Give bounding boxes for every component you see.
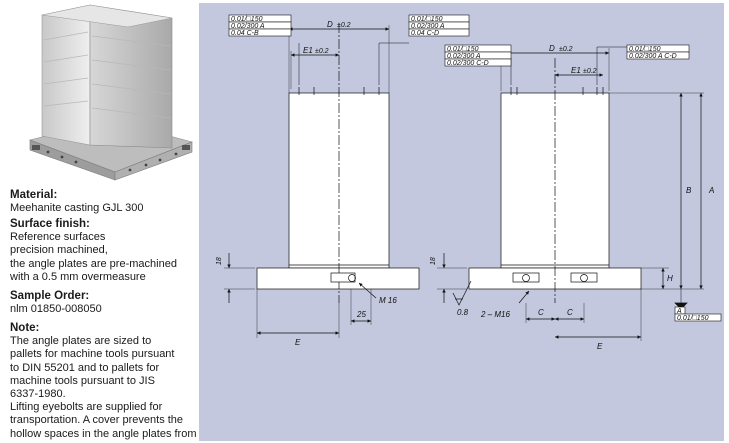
sample-order-heading: Sample Order: (10, 290, 90, 303)
note-line: pallets for machine tools pursuant (10, 348, 175, 361)
left-dim-18: 18 (216, 257, 223, 265)
right-dim-e1: E1 (571, 66, 581, 75)
note-line: transportation. A cover prevents the (10, 414, 184, 427)
surface-finish-line: precision machined, (10, 244, 108, 257)
left-dim-d-tol: ±0.2 (337, 22, 351, 29)
left-dim-d: D (327, 20, 333, 29)
product-photo (10, 0, 202, 182)
technical-drawing: D ±0.2 E1 ±0.2 E 25 M 16 18 0.01/□150 0.… (199, 3, 724, 441)
note-heading: Note: (10, 322, 40, 335)
datum-a-label: A (676, 308, 682, 315)
surface-finish-line: Reference surfaces (10, 231, 106, 244)
left-fcf-line: 0.04 C-B (231, 30, 259, 37)
material-heading: Material: (10, 189, 58, 201)
left-fcf-line: 0.02/300 A (411, 23, 445, 30)
sample-order-value: nlm 01850-008050 (10, 303, 102, 316)
note-line: machine tools pursuant to JIS (10, 374, 155, 387)
left-thread-label: M 16 (379, 296, 397, 305)
right-dim-d: D (549, 44, 555, 53)
right-dim-b: B (686, 186, 692, 195)
right-fcf-line: 0.01/□150 (629, 46, 661, 53)
right-dim-a: A (708, 186, 714, 195)
right-dim-e: E (597, 342, 603, 351)
right-thread-label: 2 – M16 (480, 310, 510, 319)
specification-text: Material: Meehanite casting GJL 300 Surf… (10, 186, 198, 441)
left-dim-e: E (295, 338, 301, 347)
right-fcf-line: 0.02/300 A C-D (629, 53, 677, 60)
note-line: Lifting eyebolts are supplied for (10, 401, 163, 414)
left-dim-25: 25 (356, 310, 366, 319)
right-fcf-line: 0.02/300 A (447, 53, 481, 60)
right-dim-c: C (538, 308, 544, 317)
right-dim-18: 18 (430, 257, 437, 265)
roughness-value: 0.8 (457, 308, 469, 317)
right-fcf-line: 0.01/□150 (447, 46, 479, 53)
right-fcf-line: 0.02/300 C-D (447, 60, 489, 67)
material-value: Meehanite casting GJL 300 (10, 202, 144, 214)
surface-finish-heading: Surface finish: (10, 218, 90, 231)
left-fcf-line: 0.02/300 A (231, 23, 265, 30)
left-fcf-line: 0.04 C-D (411, 30, 439, 37)
left-dim-e1: E1 (303, 46, 313, 55)
right-dim-e1-tol: ±0.2 (583, 68, 597, 75)
left-dim-e1-tol: ±0.2 (315, 48, 329, 55)
note-line: to DIN 55201 and to pallets for (10, 361, 160, 374)
bottom-fcf-line: 0.01/□150 (677, 315, 709, 322)
note-line: The angle plates are sized to (10, 335, 152, 348)
left-fcf-line: 0.01/□150 (231, 16, 263, 23)
left-fcf-line: 0.01/□150 (411, 16, 443, 23)
note-line: hollow spaces in the angle plates from (10, 427, 197, 440)
right-dim-c: C (567, 308, 573, 317)
right-dim-h: H (667, 274, 673, 283)
right-dim-d-tol: ±0.2 (559, 46, 573, 53)
note-line: 6337-1980. (10, 388, 66, 401)
surface-finish-line: with a 0.5 mm overmeasure (10, 270, 146, 283)
surface-finish-line: the angle plates are pre-machined (10, 257, 177, 270)
